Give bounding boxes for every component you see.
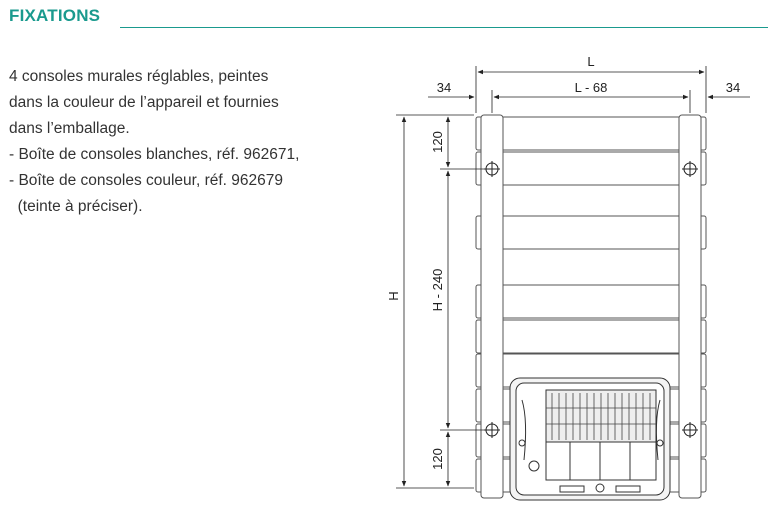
radiator-bar — [475, 319, 707, 354]
description-line-2: dans la couleur de l’appareil et fournie… — [9, 94, 279, 111]
dim-label-left-34: 34 — [437, 80, 451, 95]
fan-heater-unit — [509, 377, 671, 501]
radiator-bar — [475, 151, 707, 186]
dim-label-H: H — [386, 291, 401, 300]
dim-label-L: L — [587, 54, 594, 69]
dimension-lines — [396, 66, 750, 489]
section-title: FIXATIONS — [9, 6, 101, 25]
description-line-5: - Boîte de consoles couleur, réf. 962679 — [9, 172, 284, 189]
radiator-bar — [475, 116, 707, 151]
dim-label-H-minus-240: H - 240 — [430, 269, 445, 312]
description-line-6: (teinte à préciser). — [9, 198, 143, 215]
description-line-1: 4 consoles murales réglables, peintes — [9, 68, 269, 85]
fixing-points — [484, 161, 698, 438]
description-line-4: - Boîte de consoles blanches, réf. 96267… — [9, 146, 300, 163]
radiator-bar — [475, 284, 707, 319]
dim-label-right-34: 34 — [726, 80, 740, 95]
description-line-3: dans l’emballage. — [9, 120, 130, 137]
title-divider — [120, 27, 768, 28]
description: 4 consoles murales réglables, peintes da… — [9, 64, 349, 220]
dim-label-top-120: 120 — [430, 131, 445, 153]
radiator-bar — [475, 215, 707, 250]
dim-label-bottom-120: 120 — [430, 448, 445, 470]
dim-label-L-minus-68: L - 68 — [575, 80, 608, 95]
radiator-collectors — [480, 114, 702, 499]
